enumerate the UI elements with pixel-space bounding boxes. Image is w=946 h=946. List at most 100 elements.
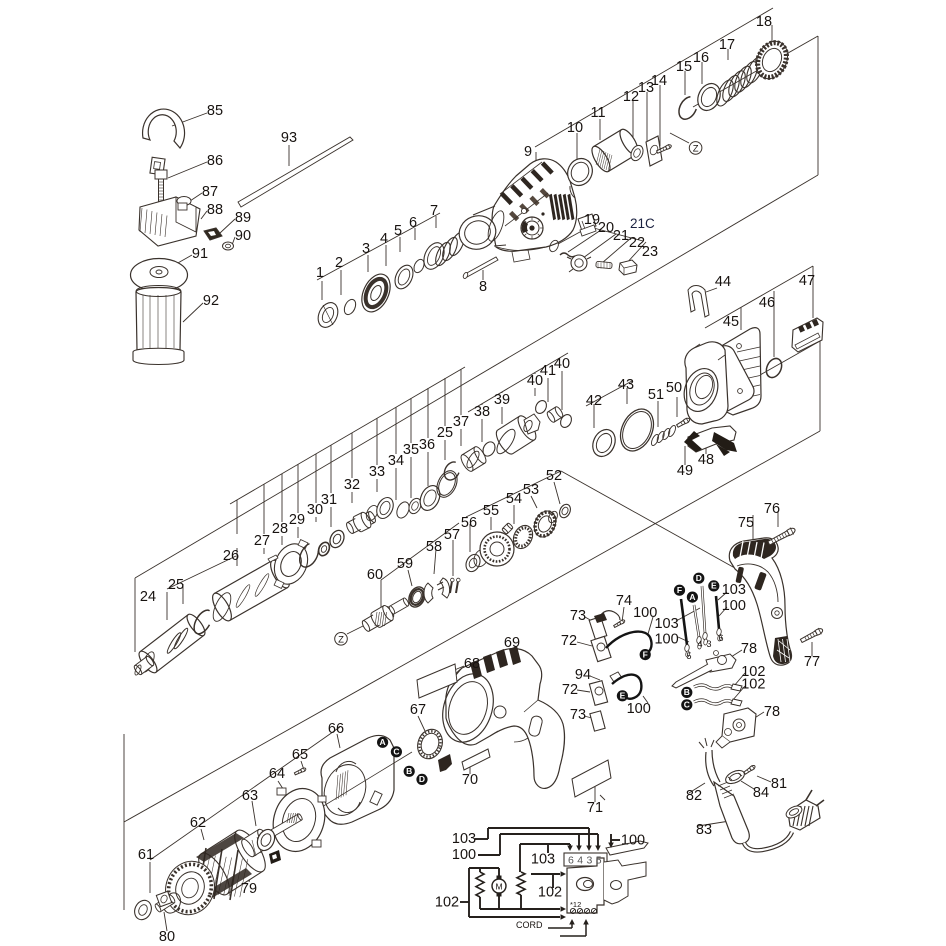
svg-text:25: 25 <box>437 425 453 441</box>
svg-text:44: 44 <box>715 274 731 290</box>
svg-text:33: 33 <box>369 464 385 480</box>
svg-text:66: 66 <box>328 721 344 737</box>
svg-text:100: 100 <box>654 632 678 648</box>
svg-text:79: 79 <box>241 881 257 897</box>
svg-text:52: 52 <box>546 468 562 484</box>
svg-text:102: 102 <box>538 885 562 901</box>
svg-text:92: 92 <box>203 293 219 309</box>
svg-text:6: 6 <box>718 633 723 643</box>
svg-text:16: 16 <box>693 50 709 66</box>
svg-text:78: 78 <box>764 704 780 720</box>
svg-text:12: 12 <box>623 89 639 105</box>
svg-text:CORD: CORD <box>516 920 543 930</box>
svg-text:49: 49 <box>677 463 693 479</box>
svg-text:27: 27 <box>254 533 270 549</box>
svg-text:39: 39 <box>494 392 510 408</box>
svg-text:45: 45 <box>723 314 739 330</box>
svg-text:89: 89 <box>235 210 251 226</box>
svg-text:D: D <box>419 774 425 784</box>
svg-text:47: 47 <box>799 273 815 289</box>
svg-text:103: 103 <box>452 831 476 847</box>
svg-text:54: 54 <box>506 491 522 507</box>
svg-text:F: F <box>677 585 682 595</box>
svg-text:8: 8 <box>479 279 487 295</box>
svg-text:65: 65 <box>292 747 308 763</box>
svg-text:86: 86 <box>207 153 223 169</box>
svg-text:69: 69 <box>504 635 520 651</box>
svg-text:B: B <box>406 766 412 776</box>
svg-text:100: 100 <box>722 598 746 614</box>
svg-text:C: C <box>684 700 690 710</box>
svg-text:100: 100 <box>627 701 651 717</box>
svg-text:4: 4 <box>380 231 388 247</box>
svg-text:10: 10 <box>567 120 583 136</box>
svg-text:4: 4 <box>697 639 702 649</box>
svg-text:6435: 6435 <box>568 855 605 867</box>
svg-text:102: 102 <box>741 664 765 680</box>
svg-text:A: A <box>380 737 386 747</box>
svg-text:90: 90 <box>235 228 251 244</box>
svg-text:*12: *12 <box>570 900 581 909</box>
svg-text:A: A <box>689 592 695 602</box>
svg-text:11: 11 <box>590 105 605 121</box>
svg-text:72: 72 <box>561 633 577 649</box>
svg-text:67: 67 <box>410 702 426 718</box>
svg-text:18: 18 <box>756 14 772 30</box>
svg-text:E: E <box>711 581 717 591</box>
svg-text:9: 9 <box>524 144 532 160</box>
svg-text:37: 37 <box>453 414 469 430</box>
svg-text:7: 7 <box>430 203 438 219</box>
svg-text:1: 1 <box>316 265 324 281</box>
svg-text:72: 72 <box>562 682 578 698</box>
svg-text:E: E <box>620 691 626 701</box>
svg-text:38: 38 <box>474 404 490 420</box>
svg-text:75: 75 <box>738 515 754 531</box>
svg-text:46: 46 <box>759 295 775 311</box>
svg-text:19: 19 <box>584 212 600 228</box>
svg-text:42: 42 <box>586 393 602 409</box>
svg-text:30: 30 <box>307 502 323 518</box>
svg-text:20: 20 <box>598 220 614 236</box>
svg-text:43: 43 <box>618 377 634 393</box>
svg-text:29: 29 <box>289 512 305 528</box>
svg-text:2: 2 <box>335 255 343 271</box>
svg-text:35: 35 <box>403 442 419 458</box>
svg-text:32: 32 <box>344 477 360 493</box>
svg-text:50: 50 <box>666 380 682 396</box>
svg-text:93: 93 <box>281 130 297 146</box>
svg-text:Z: Z <box>338 634 344 645</box>
svg-text:91: 91 <box>192 246 208 262</box>
svg-text:C: C <box>393 747 399 757</box>
svg-text:71: 71 <box>587 800 603 816</box>
svg-text:5: 5 <box>394 223 402 239</box>
svg-text:3: 3 <box>362 241 370 257</box>
svg-text:40: 40 <box>527 373 543 389</box>
svg-text:48: 48 <box>698 452 714 468</box>
svg-text:22: 22 <box>629 235 645 251</box>
svg-text:78: 78 <box>741 641 757 657</box>
svg-text:77: 77 <box>804 654 820 670</box>
svg-text:14: 14 <box>651 73 667 89</box>
svg-text:85: 85 <box>207 103 223 119</box>
svg-text:51: 51 <box>648 387 664 403</box>
svg-text:103: 103 <box>531 852 555 868</box>
svg-text:17: 17 <box>719 37 735 53</box>
svg-text:F: F <box>643 649 648 659</box>
svg-text:64: 64 <box>269 766 285 782</box>
svg-text:23: 23 <box>642 244 658 260</box>
svg-text:103: 103 <box>654 616 678 632</box>
svg-text:76: 76 <box>764 501 780 517</box>
svg-text:100: 100 <box>452 847 476 863</box>
svg-text:100: 100 <box>621 832 645 848</box>
svg-text:36: 36 <box>419 437 435 453</box>
svg-text:102: 102 <box>741 677 765 693</box>
svg-text:100: 100 <box>633 605 657 621</box>
svg-text:40: 40 <box>554 356 570 372</box>
svg-text:26: 26 <box>223 548 239 564</box>
svg-text:80: 80 <box>159 929 175 945</box>
svg-text:57: 57 <box>444 527 460 543</box>
svg-text:70: 70 <box>462 772 478 788</box>
svg-text:5: 5 <box>686 651 691 661</box>
svg-text:60: 60 <box>367 567 383 583</box>
svg-text:73: 73 <box>570 707 586 723</box>
